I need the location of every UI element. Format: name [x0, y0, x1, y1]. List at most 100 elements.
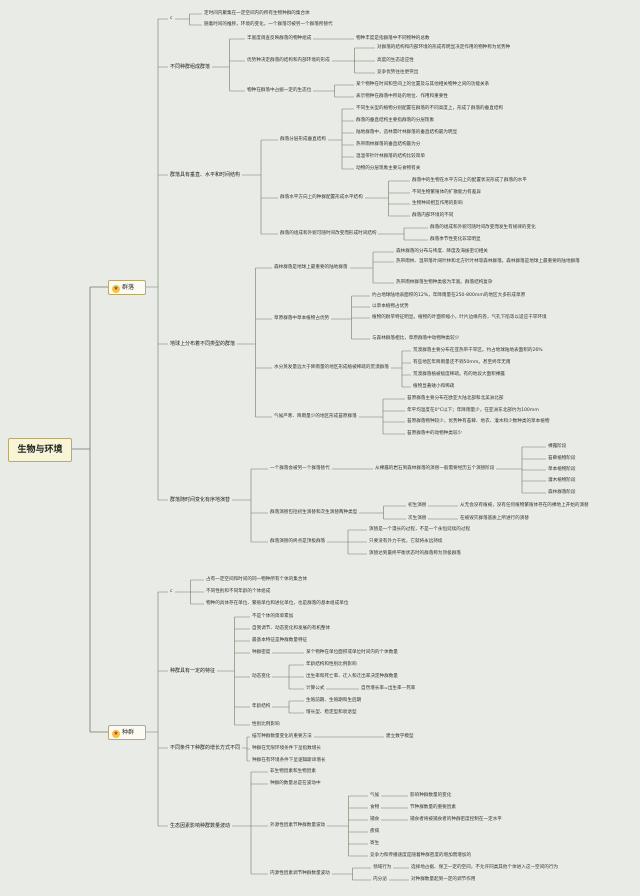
dominant-species-detail-2[interactable]: 高度的生态适应性	[377, 58, 414, 63]
community-definition-1[interactable]: 定时间内聚集在一定空间内的所有生物种群的集合体	[204, 11, 310, 16]
predation[interactable]: 捕食	[370, 817, 380, 822]
stage-5[interactable]: 森林群落阶段	[548, 490, 576, 495]
food[interactable]: 食物	[370, 805, 380, 810]
dominant-species-detail-3[interactable]: 竞争优势往往更突出	[377, 70, 419, 75]
stage-2[interactable]: 苔藓植物阶段	[548, 456, 576, 461]
tundra-community[interactable]: 气候严寒、降雨量少的地区形成苔原群落	[274, 414, 357, 419]
climax-2[interactable]: 只要没有外力干扰，它就将永远持续	[369, 539, 443, 544]
dominant-species[interactable]: 优势种决定群落的结构和内部环境的形成	[247, 58, 330, 63]
secondary-succession[interactable]: 次生演替	[408, 516, 427, 521]
horizontal-3[interactable]: 生物种间相互作用的影响	[412, 201, 463, 206]
vertical-6[interactable]: 动物的分层现象主要与食物有关	[356, 166, 421, 171]
community-branch-types[interactable]: 地球上分布着不同类型的群落	[170, 341, 236, 347]
climate[interactable]: 气候	[370, 793, 380, 798]
ecological-niche[interactable]: 物种在群落中占据一定的生态位	[247, 88, 312, 93]
community-branch-structure[interactable]: 群落具有垂直、水平和时间结构	[170, 172, 241, 178]
ecological-niche-detail-2[interactable]: 表示物种在群落中所处的地位、作用和重要性	[356, 94, 448, 99]
root-node[interactable]: 生物与环境	[8, 438, 72, 462]
endocrine-detail[interactable]: 对种群数量起到一定的调节作用	[411, 877, 476, 882]
succession-types[interactable]: 群落演替包括初生演替和次生演替两种类型	[270, 510, 358, 515]
desert-2[interactable]: 有些地区年降雨量还不到50mm。甚至终年无雨	[413, 360, 511, 365]
forest-community[interactable]: 森林群落是地球上最重要的陆地群落	[274, 265, 348, 270]
dynamic-1[interactable]: 年龄结构和性别比例影响	[306, 662, 357, 667]
tundra-4[interactable]: 苔原群落中的动物种类较少	[407, 431, 463, 436]
population-density-detail[interactable]: 某个物种在单位面积或单位时间内的个体数量	[306, 650, 398, 655]
climax-3[interactable]: 演替达到最终平衡状态时的群落称为顶极群落	[369, 551, 461, 556]
vertical-5[interactable]: 温温带针叶林群落的结构比较简单	[356, 154, 425, 159]
disease[interactable]: 疾病	[370, 829, 380, 834]
population-node[interactable]: ★种群	[108, 725, 146, 740]
desert-community[interactable]: 水分蒸发量远大于降雨量的地区形成植被稀疏的荒漠群落	[274, 365, 389, 370]
population-definition-2[interactable]: 不同性别和不同年龄的个体组成	[206, 589, 271, 594]
climate-detail[interactable]: 影响种群数量的变化	[410, 793, 452, 798]
tundra-1[interactable]: 苔原群落主要分布在欧亚大陆北部和北美洲北部	[407, 396, 504, 401]
community-definition-2[interactable]: 随着时间的推移，环境的变化，一个群落可被另一个群落所替代	[204, 22, 333, 27]
endogenous-factors[interactable]: 内源性因素调节种群数量波动	[270, 871, 330, 876]
tundra-2[interactable]: 年平均温度在0°C以下；年降雨量少，在亚洲东北部约为100mm	[407, 408, 539, 413]
population-branch-growth[interactable]: 不同条件下种群的增长方式不同	[170, 745, 241, 751]
parasitism[interactable]: 寄生	[370, 841, 380, 846]
territorial-detail[interactable]: 选择地占据、保卫一定的空间，不允许同类其他个体进入这一空间的行为	[411, 865, 559, 870]
territorial-behavior[interactable]: 领域行为	[373, 865, 392, 870]
horizontal-4[interactable]: 群落内部环境的不同	[412, 213, 454, 218]
competition[interactable]: 竞争力和传播速度是随着种群密度的增加而增加的	[370, 853, 472, 858]
age-structure[interactable]: 年龄结构	[252, 704, 271, 709]
primary-succession[interactable]: 初生演替	[408, 503, 427, 508]
feature-1[interactable]: 不是个体的简单累加	[252, 614, 294, 619]
factor-2[interactable]: 种群的数量总是在波动中	[270, 781, 321, 786]
temporal-1[interactable]: 群落的组成和外貌可随时间改变而发生有规律的变化	[430, 225, 536, 230]
climax-1[interactable]: 演替是一个漫长的过程，不是一个永恒延续的过程	[369, 527, 471, 532]
age-2[interactable]: 增长型、稳定型和衰退型	[306, 710, 357, 715]
horizontal-1[interactable]: 群落中的生物在水平方向上的配置状况形成了群落的水平	[412, 178, 527, 183]
age-1[interactable]: 生殖前期、生殖期和生后期	[306, 698, 362, 703]
grassland-2[interactable]: 以草本植物占优势	[372, 304, 409, 309]
vertical-1[interactable]: 不同生长型的植物分别配置在群落的不同高度上，形成了群落的垂直结构	[356, 106, 504, 111]
forest-2[interactable]: 热带雨林、温带落叶阔叶林和北方针叶林等森林群落。森林群落是地球上最重要的陆地群落	[396, 259, 580, 264]
formula[interactable]: 自然增长率=出生率—死率	[361, 686, 416, 691]
replacement[interactable]: 一个群落会被另一个群落替代	[270, 466, 330, 471]
horizontal-structure[interactable]: 群落水平方向上的种群配置形成水平结构	[280, 195, 363, 200]
temporal-structure[interactable]: 群落的组成和外貌可随时间改变而形成时间结构	[280, 231, 377, 236]
vertical-4[interactable]: 热带雨林群落的垂直结构最为分	[356, 142, 421, 147]
food-detail[interactable]: 节种群数量的重要因素	[410, 805, 456, 810]
forest-1[interactable]: 森林群落的分布与纬度、降度及海拔密切相关	[396, 249, 488, 254]
math-model[interactable]: 描写种群数量变化的重要方法	[252, 734, 312, 739]
community-branch-composition[interactable]: 不同种群组成群落	[170, 64, 211, 70]
population-branch-features[interactable]: 种群具有一定的特征	[170, 668, 216, 674]
community-node[interactable]: ★群落	[108, 280, 146, 295]
population-definition-3[interactable]: 物种的具体存在单位、繁殖单位和进化单位，也是群落的基本组成单位	[206, 601, 349, 606]
secondary-succession-detail[interactable]: 在被毁灭群落基质上所进行的演替	[460, 516, 529, 521]
dominant-species-detail-1[interactable]: 对群落的结构和内部环境的形成有明显决定作用的物种称为优势种	[377, 45, 511, 50]
population-definition-1[interactable]: 占有一定空间和时间的同一物种所有个体的集合体	[206, 577, 308, 582]
vertical-3[interactable]: 陆地群落中，造林需叶林群落的垂直结构最为明显	[356, 130, 458, 135]
factor-1[interactable]: 非生物因素和生物因素	[270, 769, 316, 774]
primary-succession-detail[interactable]: 从无会没有植被，没有任何植物繁殖体存在的裸地上开始的演替	[460, 503, 589, 508]
math-model-detail[interactable]: 建立数学模型	[386, 734, 414, 739]
ecological-niche-detail-1[interactable]: 某个物种在时间和空间上的位置及与其他相关物种之间的功能关系	[356, 82, 490, 87]
population-branch-fluctuation[interactable]: 生态因素影响种群数量波动	[170, 823, 231, 829]
climax-community[interactable]: 群落演替的终点是顶极群落	[270, 539, 326, 544]
desert-1[interactable]: 荒漠群落主要分布在亚热带干旱区。约占地球陆地表面积的26%	[413, 348, 543, 353]
community-branch-succession[interactable]: 群落随时间变化有序地演替	[170, 497, 231, 503]
temporal-2[interactable]: 群落季节性变化非常明显	[430, 237, 481, 242]
exogenous-factors[interactable]: 外源性因素节种群数量波动	[270, 823, 326, 828]
species-richness[interactable]: 丰富度调查反映群落的物种组成	[247, 36, 312, 41]
grassland-3[interactable]: 植物的耐旱特征明显。植物的叶面积缩小，叶片边缘内卷，气孔下陷等以适应干旱环境	[372, 315, 547, 320]
community-c-marker[interactable]: c	[170, 16, 173, 21]
succession-stages[interactable]: 从裸露的岩石到森林群落的演替一般需要经历五个演替阶段	[375, 466, 495, 471]
stage-1[interactable]: 裸露阶段	[548, 444, 567, 449]
sex-ratio[interactable]: 性别比例影响	[252, 722, 280, 727]
endocrine[interactable]: 内分泌	[373, 877, 387, 882]
feature-3[interactable]: 最基本特征是种群数量特征	[252, 638, 308, 643]
exponential-growth[interactable]: 种群在无限环境条件下呈指数增长	[252, 746, 321, 751]
tundra-3[interactable]: 苔原群落物种较少，优势种有苔藓、地衣、灌木和少数种类的草本植物	[407, 419, 550, 424]
vertical-2[interactable]: 群落的垂直结构主要指群落的分层现象	[356, 118, 435, 123]
forest-3[interactable]: 热带雨林群落生物种类极为丰富。群落结构复杂	[396, 280, 493, 285]
dynamic-2[interactable]: 出生率和死亡率、迁入和迁出率决定种群数量	[306, 674, 398, 679]
population-c-marker[interactable]: c	[170, 589, 173, 594]
horizontal-2[interactable]: 不同生物繁殖体的扩散能力有差异	[412, 190, 481, 195]
species-richness-detail[interactable]: 物种丰度是指群落中不同物种的总数	[356, 36, 430, 41]
population-density[interactable]: 种群密度	[252, 650, 271, 655]
predation-detail[interactable]: 捕食者将被捕食者的种群密度控制在一定水平	[410, 817, 502, 822]
desert-3[interactable]: 荒漠群落植被极度稀疏。有的地段大面积裸露	[413, 372, 505, 377]
